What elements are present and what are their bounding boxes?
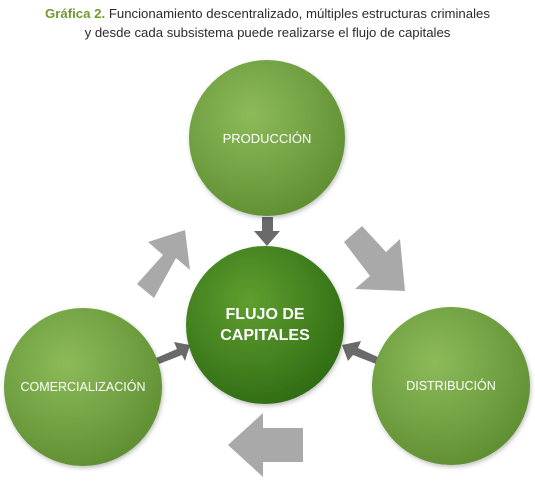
node-distribucion-label: DISTRIBUCIÓN [406, 378, 496, 393]
caption-line-2: y desde cada subsistema puede realizarse… [84, 25, 451, 40]
figure-caption: Gráfica 2. Funcionamiento descentralizad… [0, 4, 535, 42]
node-flujo-de-capitales: FLUJO DE CAPITALES [186, 246, 344, 404]
node-distribucion: DISTRIBUCIÓN [372, 307, 530, 465]
node-produccion-label: PRODUCCIÓN [223, 131, 312, 146]
caption-text-1: Funcionamiento descentralizado, múltiple… [108, 6, 490, 21]
cycle-arrow-comercializacion-to-produccion [137, 230, 190, 298]
cycle-arrow-distribucion-to-comercializacion [228, 413, 303, 477]
flow-arrow-comercializacion-to-center [156, 342, 190, 364]
cycle-arrow-produccion-to-distribucion [344, 226, 405, 291]
center-label-line-2: CAPITALES [220, 327, 310, 344]
node-comercializacion-label: COMERCIALIZACIÓN [20, 379, 145, 394]
node-comercializacion: COMERCIALIZACIÓN [4, 308, 162, 466]
flow-arrow-distribucion-to-center [342, 341, 380, 364]
caption-label: Gráfica 2. [45, 6, 106, 21]
node-produccion: PRODUCCIÓN [189, 60, 345, 216]
center-label-line-1: FLUJO DE [225, 306, 304, 323]
flow-arrow-produccion-to-center [254, 217, 280, 246]
caption-line-1: Gráfica 2. Funcionamiento descentralizad… [0, 4, 535, 23]
